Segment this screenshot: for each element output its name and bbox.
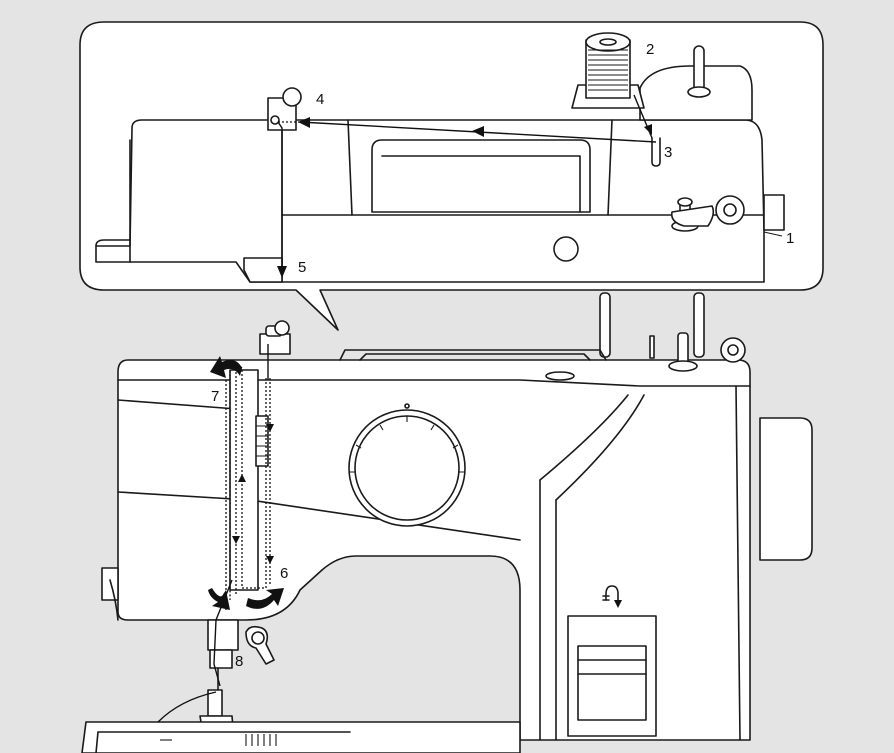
big-arrow-6 <box>246 588 284 609</box>
thread-guide-3 <box>651 137 661 167</box>
bobbin-stopper-1 <box>763 194 785 231</box>
handwheel <box>759 417 813 561</box>
arrow-guide-4 <box>298 117 310 128</box>
top-cover-inner <box>381 155 581 213</box>
needle-plate-inner <box>95 731 351 753</box>
stitch-length-slider <box>567 615 657 737</box>
right-side-edge <box>735 385 741 741</box>
bobbin-winder-base <box>668 360 698 372</box>
detail-callout: 1 2 3 4 5 <box>79 21 824 331</box>
label-6: 6 <box>280 565 288 582</box>
label-5: 5 <box>298 259 306 276</box>
label-1: 1 <box>786 230 794 247</box>
arrow-down-5 <box>277 266 287 278</box>
reverse-lever <box>101 567 119 601</box>
needle-bar-block <box>243 257 283 283</box>
spool-pin-right-base <box>687 86 711 98</box>
pattern-dial <box>348 403 466 527</box>
big-arrow-7 <box>210 356 242 378</box>
front-panel-line <box>117 399 251 411</box>
spool-pin-main <box>693 292 705 358</box>
label-7: 7 <box>211 388 219 405</box>
label-2: 2 <box>646 41 654 58</box>
arrow-top-thread <box>472 126 484 137</box>
needle-plate <box>81 721 521 753</box>
main-machine: 6 7 8 <box>81 292 813 753</box>
column-edge-right <box>555 394 645 501</box>
top-cover-recess <box>371 139 591 213</box>
arrow-path-down-1 <box>266 424 274 432</box>
loop-arrow-icon <box>602 585 622 608</box>
head-top-seam <box>117 379 751 387</box>
tension-discs <box>255 415 269 467</box>
feed-dog-marks <box>245 734 277 746</box>
top-thread-guide <box>259 320 291 355</box>
left-end-cap <box>95 239 131 247</box>
label-3: 3 <box>664 144 672 161</box>
arrow-path-down-3 <box>232 536 240 544</box>
leader-1 <box>763 231 783 237</box>
label-4: 4 <box>316 91 324 108</box>
arrow-path-up <box>238 474 246 482</box>
arrow-path-down-2 <box>266 556 274 564</box>
top-cover <box>339 349 607 361</box>
tension-disc-lines <box>256 425 268 457</box>
head-inner-seam <box>109 579 119 621</box>
spool-pin-hole <box>545 371 575 381</box>
thread-guide-4 <box>267 87 302 131</box>
top-seam-left <box>347 119 353 216</box>
spool-pin-left <box>599 292 611 358</box>
big-arrow-8 <box>208 588 230 610</box>
column-edge-left <box>539 394 629 481</box>
small-pin <box>649 335 655 359</box>
tension-hole <box>553 236 579 262</box>
thread-spool <box>571 32 645 109</box>
arrow-spool-to-guide <box>644 124 652 135</box>
bobbin-stop-knob-inner <box>727 344 739 356</box>
top-cover-inner-line <box>359 353 591 361</box>
label-8: 8 <box>235 653 243 670</box>
top-seam-right <box>607 119 613 216</box>
threading-path-down <box>241 378 267 589</box>
bobbin-winder <box>670 195 745 232</box>
